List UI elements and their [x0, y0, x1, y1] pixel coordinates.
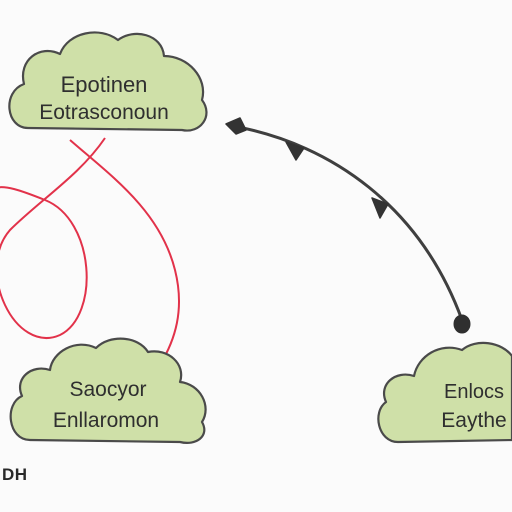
red-connectors	[0, 137, 181, 366]
node-line-2: Eotrasconoun	[39, 101, 169, 124]
dark-connector-arc	[236, 125, 464, 322]
node-line-1: Enlocs	[444, 381, 504, 403]
cloud-shape	[8, 31, 208, 132]
node-line-2: Eaythe	[441, 409, 506, 432]
dark-connector	[225, 117, 471, 334]
cloud-shape	[377, 341, 512, 444]
node-line-1: Epotinen	[61, 72, 148, 97]
red-connector-loop	[0, 137, 106, 339]
red-connector-long	[69, 139, 181, 366]
arrow-head-mid-upper	[285, 141, 305, 161]
arrow-endpoint	[453, 314, 471, 334]
cloud-node-bottom-left[interactable]: Saocyor Enllaromon	[9, 337, 207, 444]
cloud-node-bottom-right[interactable]: Enlocs Eaythe	[377, 341, 512, 444]
cloud-shape	[9, 337, 207, 444]
arrow-head-mid-lower	[371, 197, 389, 219]
node-line-2: Enllaromon	[53, 409, 159, 432]
corner-label: DH	[2, 465, 28, 484]
cloud-node-top-left[interactable]: Epotinen Eotrasconoun	[8, 31, 208, 132]
node-line-1: Saocyor	[69, 378, 146, 401]
arrow-head-start	[225, 117, 247, 135]
